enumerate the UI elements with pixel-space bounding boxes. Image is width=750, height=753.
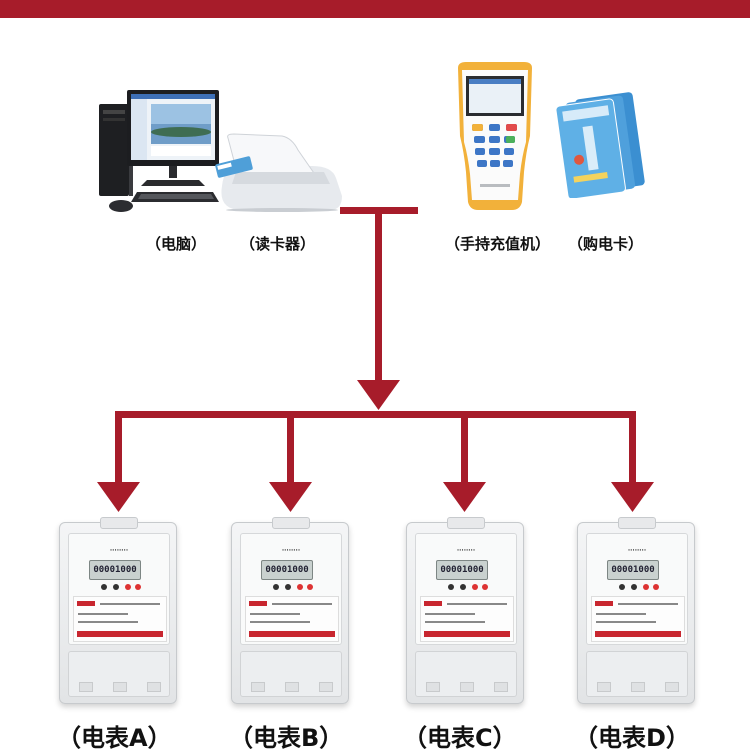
meter-d-label: （电表D）: [574, 724, 690, 752]
meter-display: 00001000: [436, 560, 488, 580]
card-reader-label: （读卡器）: [240, 235, 316, 253]
branch-stem-b: [287, 411, 294, 487]
prepaid-card-label: （购电卡）: [568, 235, 644, 253]
branch-arrow-b: [269, 482, 312, 512]
branch-arrow-c: [443, 482, 486, 512]
handheld-recharger-image: [458, 62, 532, 210]
computer-image: [99, 90, 219, 212]
electric-meter-c: ········ 00001000: [406, 517, 524, 704]
handheld-recharger-label: （手持充值机）: [445, 235, 551, 253]
main-arrow-head: [357, 380, 400, 410]
branch-arrow-d: [611, 482, 654, 512]
distribution-bar: [115, 411, 636, 418]
meter-display: 00001000: [89, 560, 141, 580]
top-accent-bar: [0, 0, 750, 18]
meter-b-label: （电表B）: [229, 724, 344, 752]
computer-label: （电脑）: [146, 235, 207, 253]
branch-stem-c: [461, 411, 468, 487]
branch-arrow-a: [97, 482, 140, 512]
meter-c-label: （电表C）: [403, 724, 517, 752]
meter-a-label: （电表A）: [57, 724, 172, 752]
card-reader-image: [215, 133, 342, 212]
meter-display: 00001000: [607, 560, 659, 580]
meter-display: 00001000: [261, 560, 313, 580]
electric-meter-d: ········ 00001000: [577, 517, 695, 704]
branch-stem-d: [629, 411, 636, 487]
prepaid-cards-image: [555, 92, 645, 198]
branch-stem-a: [115, 411, 122, 487]
main-stem: [375, 207, 382, 387]
electric-meter-b: ········ 00001000: [231, 517, 349, 704]
electric-meter-a: ········ 00001000: [59, 517, 177, 704]
